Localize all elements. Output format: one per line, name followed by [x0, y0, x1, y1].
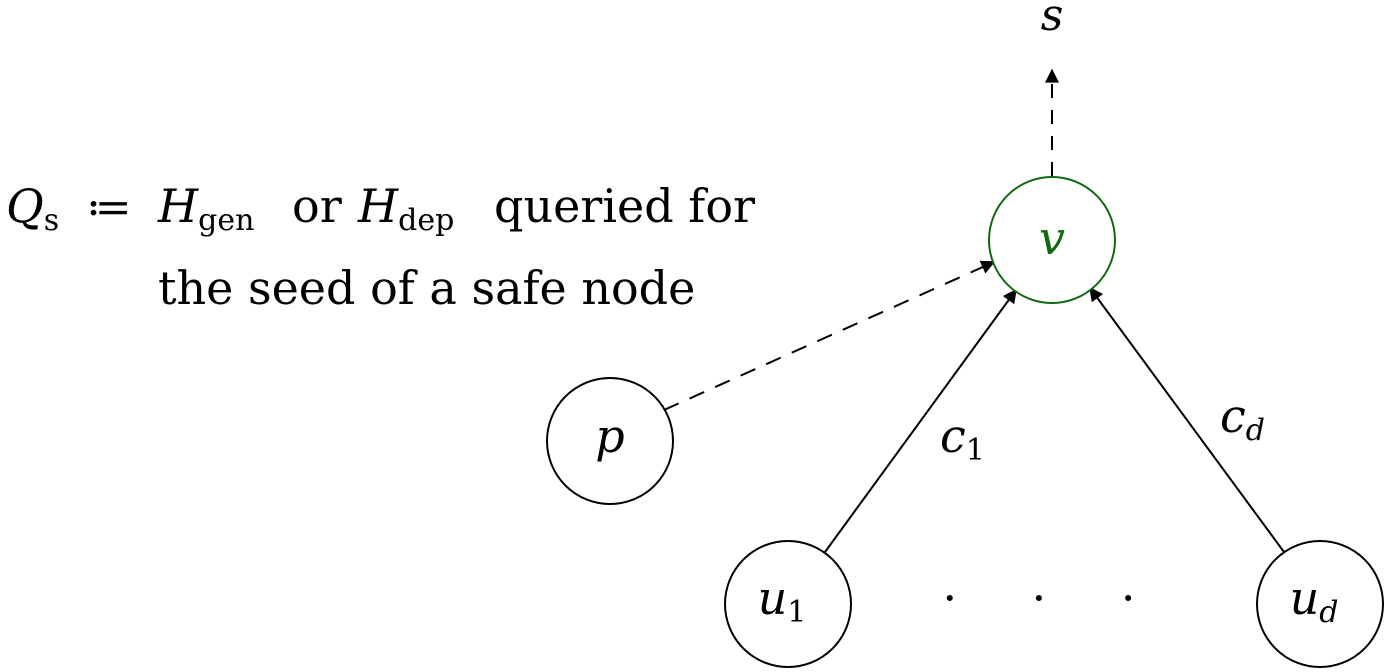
label-c1: c — [940, 409, 966, 463]
node-ud: ud — [1256, 540, 1384, 668]
node-ud-circle — [1256, 540, 1384, 668]
svg-text:Qs: Qs — [6, 179, 59, 238]
node-p-circle — [546, 377, 674, 505]
edge-ud-to-v — [1089, 286, 1285, 553]
label-cd-subscript: d — [1246, 413, 1265, 448]
formula-Q: Q — [6, 179, 44, 233]
formula-definition: Qs ≔ Hgen or Hdep queried for the seed o… — [6, 179, 755, 315]
svg-text:c1: c1 — [940, 409, 985, 468]
edges — [663, 68, 1285, 553]
edge-u1-to-v — [824, 288, 1017, 553]
node-v-circle — [988, 176, 1116, 304]
node-p-label: p — [595, 409, 624, 463]
formula-or: or — [292, 179, 342, 233]
svg-text:cd: cd — [1220, 389, 1265, 448]
ellipsis: · · · — [942, 571, 1165, 625]
formula-H-dep-subscript: dep — [398, 203, 454, 238]
formula-Q-subscript: s — [44, 203, 59, 238]
label-s: s — [1041, 0, 1064, 41]
label-c1-subscript: 1 — [966, 433, 985, 468]
svg-text:ud: ud — [1290, 571, 1339, 630]
node-u1-label: u — [758, 571, 788, 625]
node-v-label: v — [1039, 211, 1065, 265]
edge-p-to-v — [663, 260, 996, 411]
formula-H-dep: H — [357, 179, 399, 233]
node-u1: u1 — [724, 540, 852, 668]
label-cd: c — [1220, 389, 1246, 443]
formula-H-gen: H — [157, 179, 199, 233]
node-ud-subscript: d — [1319, 595, 1338, 630]
svg-text:u1: u1 — [758, 571, 807, 630]
node-ud-label: u — [1290, 571, 1320, 625]
formula-assign-symbol: ≔ — [86, 182, 131, 233]
node-u1-circle — [724, 540, 852, 668]
node-p: p — [546, 377, 674, 505]
svg-text:Hdep: Hdep — [357, 179, 454, 238]
node-u1-subscript: 1 — [787, 595, 806, 630]
node-v: v — [988, 176, 1116, 304]
formula-line2: the seed of a safe node — [158, 261, 695, 315]
formula-queried-for: queried for — [494, 179, 755, 233]
svg-text:Hgen: Hgen — [157, 179, 254, 238]
formula-H-gen-subscript: gen — [198, 203, 254, 238]
